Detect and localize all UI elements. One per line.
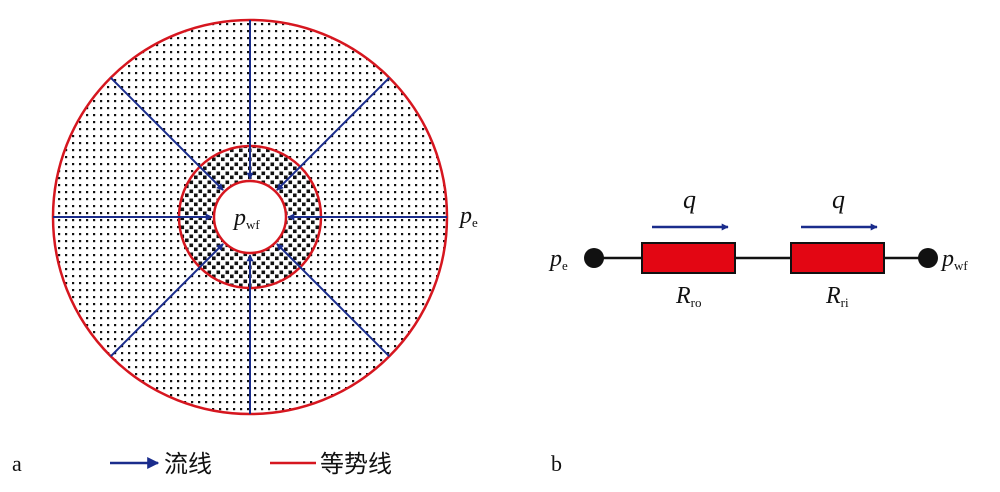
streamline-arrow <box>109 243 224 358</box>
wellbore <box>212 179 288 255</box>
resistor-outer-label: Rro <box>675 283 702 310</box>
panel-b-label: b <box>551 451 562 476</box>
resistor-outer <box>641 242 736 274</box>
radial-flow-diagram: pwf pe <box>51 18 478 416</box>
left-node <box>584 248 604 268</box>
right-node-label: pwf <box>940 246 968 273</box>
left-node-label: pe <box>548 246 568 273</box>
legend-streamline-label: 流线 <box>164 450 212 478</box>
flow-label-left: q <box>683 185 696 214</box>
flow-label-right: q <box>832 185 845 214</box>
equivalent-circuit: q q pe pwf Rro Rri <box>548 185 968 310</box>
streamline-arrow <box>109 76 224 191</box>
streamline-arrow <box>276 243 391 358</box>
panel-a-label: a <box>12 451 22 476</box>
legend: 流线 等势线 <box>110 450 392 478</box>
outer-pressure-label: pe <box>458 203 478 230</box>
legend-isobar-label: 等势线 <box>320 450 392 478</box>
wellbore-pressure-label: pwf <box>232 205 260 232</box>
resistor-inner <box>790 242 885 274</box>
streamlines <box>53 20 447 414</box>
resistor-inner-label: Rri <box>825 283 849 310</box>
streamline-arrow <box>276 76 391 191</box>
right-node <box>918 248 938 268</box>
